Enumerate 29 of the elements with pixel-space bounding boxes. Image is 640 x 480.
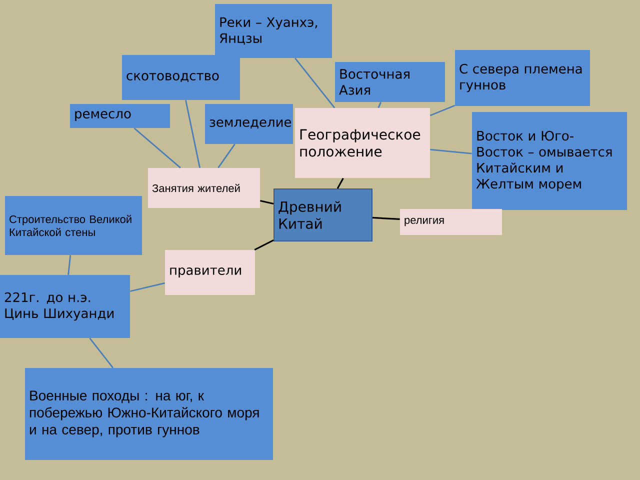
connector-line	[430, 104, 456, 116]
connector-line	[218, 144, 236, 168]
connector-line	[185, 100, 200, 168]
connector-line	[294, 58, 336, 108]
topic-box: Географическое положение	[295, 108, 430, 178]
fact-box: Строительство Великой Китайской стены	[5, 196, 142, 255]
fact-box: земледелие	[205, 104, 293, 144]
topic-box: религия	[400, 209, 502, 235]
fact-box: Восток и Юго-Восток – омывается Китайским и Желтым морем	[472, 112, 627, 210]
connector-line	[372, 216, 400, 220]
connector-line	[378, 102, 382, 108]
fact-box: Восточная Азия	[335, 62, 445, 102]
connector-line	[430, 148, 472, 154]
connector-line	[68, 255, 72, 275]
connector-line	[130, 282, 165, 292]
fact-box: Военные походы : на юг, к побережью Южно-Китайского моря и на север, против гуннов	[25, 368, 273, 460]
topic-box: Занятия жителей	[148, 168, 260, 208]
connector-line	[260, 200, 274, 205]
connector-line	[254, 239, 274, 251]
topic-box: Древний Китай	[274, 188, 372, 242]
fact-box: 221г. до н.э. Цинь Шихуанди	[0, 275, 130, 338]
topic-box: правители	[165, 250, 255, 295]
connector-line	[336, 178, 344, 189]
fact-box: Реки – Хуанхэ, Янцзы	[215, 4, 332, 58]
fact-box: С севера племена гуннов	[455, 50, 590, 106]
fact-box: ремесло	[70, 104, 170, 128]
connector-line	[134, 128, 181, 168]
connector-line	[89, 338, 114, 368]
fact-box: скотоводство	[122, 55, 240, 100]
